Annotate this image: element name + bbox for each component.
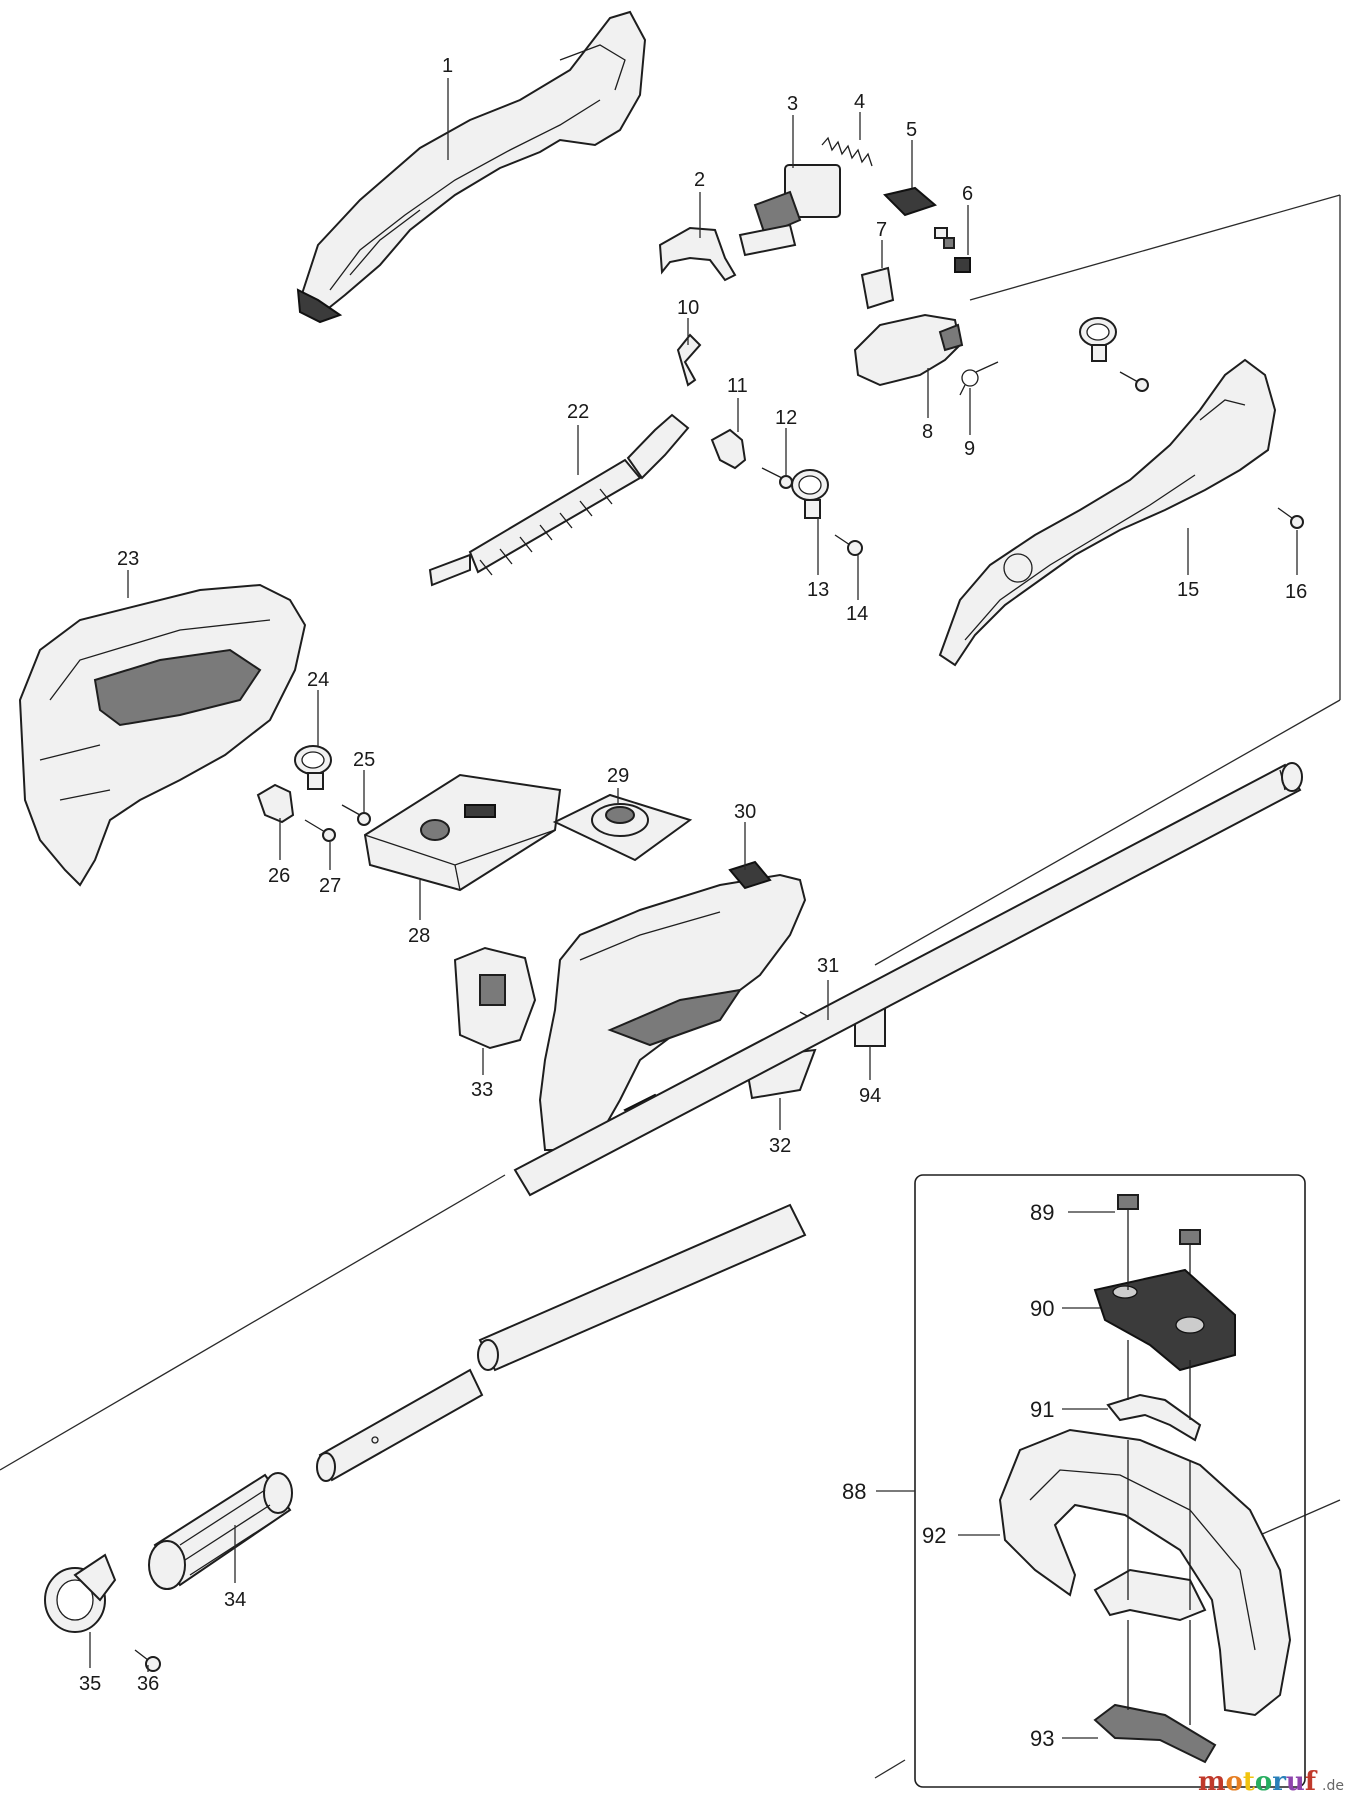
label-6: 6 [962, 183, 973, 205]
part-26-holder [256, 783, 295, 824]
label-35: 35 [79, 1673, 101, 1695]
part-7-microswitch [860, 266, 895, 310]
label-29: 29 [607, 765, 629, 787]
label-8: 8 [922, 421, 933, 443]
label-34: 34 [224, 1589, 246, 1611]
label-33: 33 [471, 1079, 493, 1101]
label-2: 2 [694, 169, 705, 191]
label-23: 23 [117, 548, 139, 570]
label-10: 10 [677, 297, 699, 319]
part-93-bracket [1093, 1703, 1217, 1764]
label-14: 14 [846, 603, 868, 625]
label-1: 1 [442, 55, 453, 77]
label-91: 91 [1030, 1397, 1054, 1422]
label-22: 22 [567, 401, 589, 423]
part-24-clamp [294, 745, 332, 790]
part-25-screw [341, 804, 371, 826]
watermark-logo: motoruf .de [1198, 1767, 1344, 1797]
part-10-clip [676, 333, 702, 387]
label-9: 9 [964, 438, 975, 460]
part-13-clamp [791, 469, 829, 519]
label-26: 26 [268, 865, 290, 887]
label-5: 5 [906, 119, 917, 141]
part-89-bolts [1117, 1194, 1201, 1280]
part-33-terminal [453, 946, 537, 1050]
part-36-screw [134, 1649, 161, 1672]
label-3: 3 [787, 93, 798, 115]
label-12: 12 [775, 407, 797, 429]
part-34-grip [148, 1472, 293, 1590]
part-3-switch [738, 164, 841, 257]
label-7: 7 [876, 219, 887, 241]
inner-tube [316, 1368, 484, 1482]
part-27-screw [304, 819, 336, 842]
label-15: 15 [1177, 579, 1199, 601]
label-89: 89 [1030, 1200, 1054, 1225]
label-30: 30 [734, 801, 756, 823]
label-93: 93 [1030, 1726, 1054, 1751]
part-8-trigger [853, 313, 964, 387]
part-12-screw [761, 467, 793, 489]
svg-text:.de: .de [1322, 1778, 1344, 1794]
part-4-spring [821, 136, 873, 167]
label-24: 24 [307, 669, 329, 691]
leader-lines [89, 78, 1298, 1739]
label-31: 31 [817, 955, 839, 977]
label-36: 36 [137, 1673, 159, 1695]
part-22-conduit [428, 413, 690, 587]
part-1-handle-housing [296, 10, 647, 324]
part-9-torsion-spring [959, 361, 999, 396]
part-5-lock-button [883, 186, 937, 217]
label-16: 16 [1285, 581, 1307, 603]
part-28-controller [363, 773, 562, 892]
part-92-loop-handle [998, 1428, 1292, 1717]
shaft-tube [477, 762, 1303, 1372]
label-94: 94 [859, 1085, 881, 1107]
label-25: 25 [353, 749, 375, 771]
part-90-cap [1093, 1268, 1236, 1372]
inset-guide-lines [1127, 1250, 1191, 1725]
svg-text:motoruf: motoruf [1198, 1767, 1318, 1797]
part-23-motor-housing [18, 583, 307, 887]
inset-box [914, 1174, 1306, 1788]
part-16-screw [1277, 507, 1304, 529]
clamp-unlabeled [1079, 317, 1149, 392]
part-2-clip [658, 226, 737, 282]
label-90: 90 [1030, 1296, 1054, 1321]
label-32: 32 [769, 1135, 791, 1157]
label-88: 88 [842, 1479, 866, 1504]
part-15-handle-housing [938, 358, 1277, 667]
label-4: 4 [854, 91, 865, 113]
part-6-small-part [934, 227, 971, 273]
part-29-cap [552, 793, 693, 862]
part-91-bracket [1106, 1393, 1202, 1442]
part-35-clamp-holder [44, 1553, 117, 1633]
part-labels: 1 2 3 4 5 6 7 8 9 10 11 12 13 14 15 16 2… [79, 55, 1307, 1751]
part-14-screw [834, 534, 863, 556]
label-92: 92 [922, 1523, 946, 1548]
label-13: 13 [807, 579, 829, 601]
label-11: 11 [727, 375, 748, 397]
label-27: 27 [319, 875, 341, 897]
part-11-holder [710, 428, 747, 470]
perspective-lines [0, 194, 1341, 1779]
label-28: 28 [408, 925, 430, 947]
